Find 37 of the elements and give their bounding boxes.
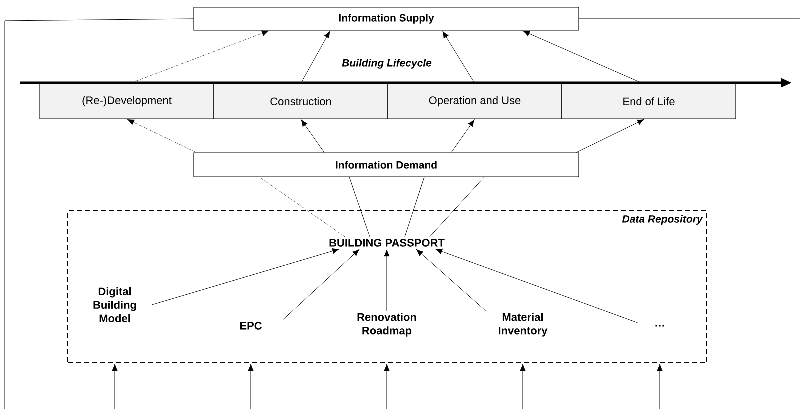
arrow [416,249,486,312]
arrow [127,119,197,153]
data-source-label: Renovation Roadmap [358,313,416,337]
connector-line [404,177,425,238]
data-source-label: … [656,325,664,327]
arrow [248,364,254,409]
arrow [442,31,476,84]
arrow [451,120,475,153]
lifecycle-phase-box: End of Life [562,84,736,120]
arrow [657,364,663,409]
connector-line [430,177,485,238]
arrow [301,120,325,153]
data-source-label: Material Inventory [498,313,548,337]
lifecycle-phase-box: Construction [214,84,388,120]
information-box: Information Demand [194,152,580,178]
arrow [300,31,330,84]
timeline-label: Building Lifecycle [342,59,432,69]
arrow [523,30,644,84]
connector-line [349,177,370,238]
arrow [130,30,270,84]
arrow [384,364,390,409]
connector-line [259,177,346,238]
lifecycle-phase-box: (Re-)Development [40,84,214,120]
arrow [520,364,526,409]
arrow [282,250,360,320]
lifecycle-phase-box: Operation and Use [388,84,562,120]
data-source-label: Digital Building Model [94,287,136,323]
information-box: Information Supply [194,7,580,31]
arrow [436,248,638,324]
arrow [384,250,390,312]
arrow [112,364,118,409]
passport-label: BUILDING PASSPORT [330,239,445,247]
connector-line [579,18,800,20]
data-source-label: EPC [240,322,262,330]
arrow [576,119,644,153]
arrow [152,248,340,306]
connector-line [4,18,194,409]
